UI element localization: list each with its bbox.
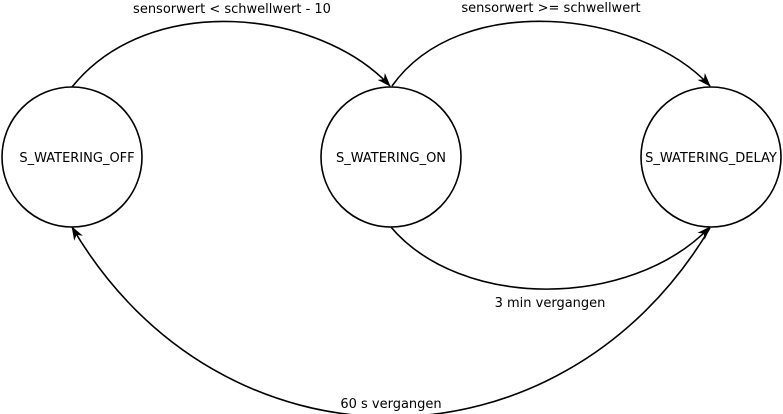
transition-label-delay-to-off: 60 s vergangen <box>340 397 441 412</box>
state-label: S_WATERING_DELAY <box>645 151 777 166</box>
transition-on-to-delay-bottom-arrow <box>389 225 711 290</box>
transition-label-off-to-on: sensorwert < schwellwert - 10 <box>133 2 331 17</box>
state-watering-delay[interactable]: S_WATERING_DELAY <box>640 86 782 228</box>
state-watering-off[interactable]: S_WATERING_OFF <box>1 86 143 228</box>
state-label: S_WATERING_OFF <box>19 151 134 166</box>
transition-delay-to-off-arrow <box>71 226 711 414</box>
state-watering-on[interactable]: S_WATERING_ON <box>320 86 462 228</box>
transition-label-on-to-delay-top: sensorwert >= schwellwert <box>461 1 640 16</box>
state-label: S_WATERING_ON <box>336 151 446 166</box>
state-circle <box>320 86 462 228</box>
transition-label-on-to-delay-bottom: 3 min vergangen <box>495 296 606 311</box>
state-circle <box>640 86 782 228</box>
transition-off-to-on-arrow <box>71 20 391 88</box>
state-circle <box>1 86 143 228</box>
transition-on-to-delay-top-arrow <box>391 20 711 87</box>
